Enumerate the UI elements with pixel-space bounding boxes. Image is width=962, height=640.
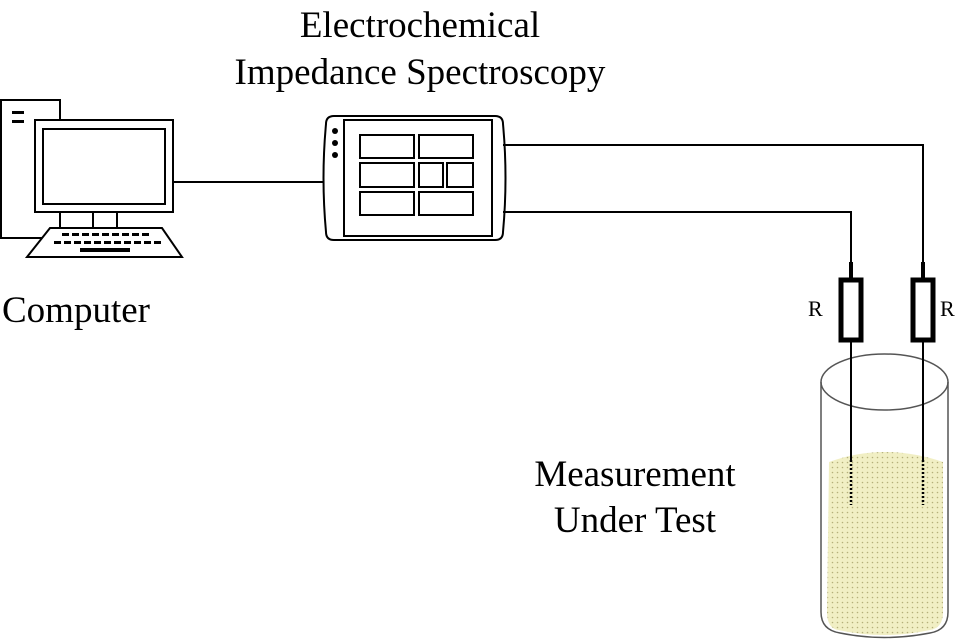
screen-panel <box>359 191 415 216</box>
resistor-left <box>838 262 864 505</box>
screen-panel <box>446 162 474 188</box>
solution-fill <box>827 452 943 635</box>
eis-title: Electrochemical Impedance Spectroscopy <box>180 2 660 96</box>
screen-panel <box>359 162 415 188</box>
mut-label-line1: Measurement <box>534 454 736 495</box>
beaker-cylinder-icon <box>820 353 949 639</box>
resistor-right <box>910 262 936 505</box>
vessel-rim <box>820 353 949 411</box>
desktop-computer-icon <box>0 99 184 258</box>
wire-eis-to-left-electrode <box>503 211 852 275</box>
mut-label-line2: Under Test <box>553 500 717 541</box>
eis-title-line2: Impedance Spectroscopy <box>234 52 606 93</box>
screen-panel <box>359 134 415 159</box>
wire-eis-to-right-electrode <box>503 144 924 275</box>
monitor-screen <box>42 128 166 205</box>
resistor-right-label: R <box>940 296 955 321</box>
screen-panel <box>418 162 444 188</box>
indicator-light <box>332 140 338 146</box>
indicator-light <box>332 152 338 158</box>
resistor-left-label: R <box>808 296 823 321</box>
eis-analyzer-icon <box>322 115 507 241</box>
indicator-light <box>332 128 338 134</box>
tower-slot <box>12 120 24 123</box>
screen-panel <box>418 134 474 159</box>
tower-slot <box>12 111 24 114</box>
computer-label: Computer <box>2 290 150 331</box>
vessel-body <box>820 382 949 639</box>
screen-panel <box>418 191 474 216</box>
eis-title-line1: Electrochemical <box>299 5 541 46</box>
measurement-under-test-label: Measurement Under Test <box>490 452 780 544</box>
